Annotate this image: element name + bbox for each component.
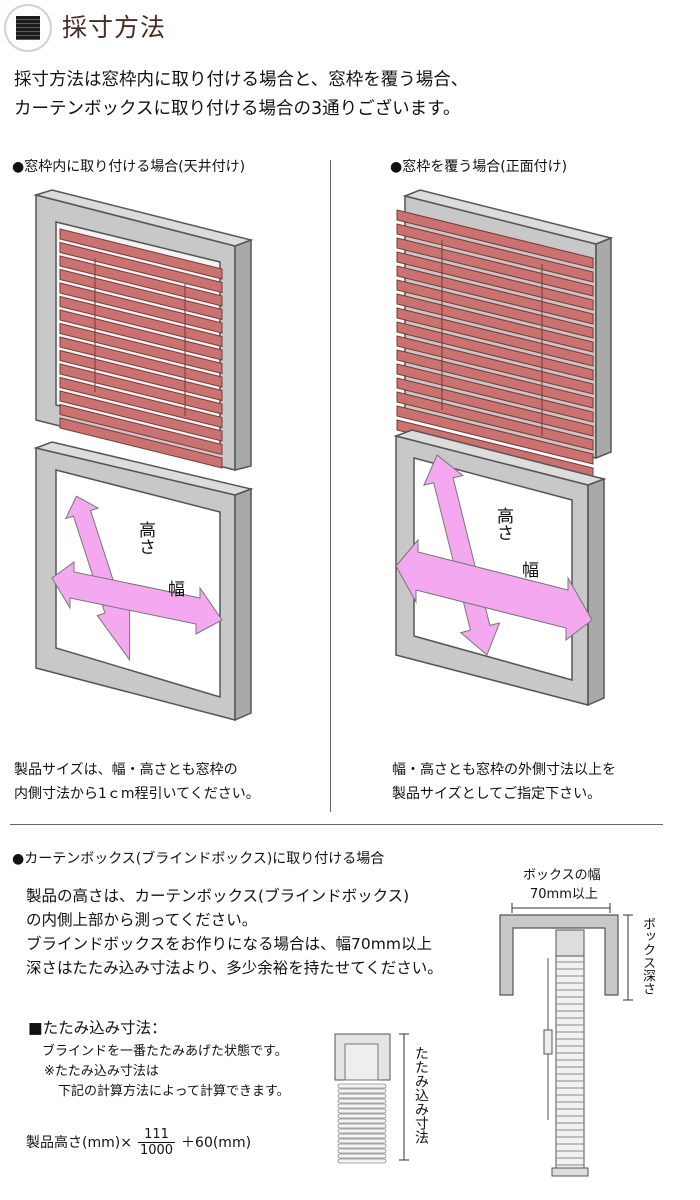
slat [59, 255, 223, 307]
box-text-line-4: 深さはたたみ込み寸法より、多少余裕を持たせてください。 [26, 959, 443, 977]
slat [59, 228, 223, 280]
inside-note-line-1: 製品サイズは、幅・高さとも窓枠の [14, 762, 238, 778]
formula-suffix: ＋60(mm) [181, 1135, 252, 1151]
slat [59, 363, 223, 415]
slat [396, 321, 594, 381]
slat [59, 309, 223, 361]
box-text: 製品の高さは、カーテンボックス(ブラインドボックス) の内側上部から測ってくださ… [26, 884, 443, 980]
slat [59, 390, 223, 442]
fold-line-3: 下記の計算方法によって計算できます。 [58, 1084, 290, 1099]
slat [59, 241, 223, 294]
slat [396, 377, 594, 437]
column-divider [330, 160, 331, 812]
slat [396, 209, 594, 269]
slat [396, 349, 594, 409]
box-text-line-3: ブラインドボックスをお作りになる場合は、幅70mm以上 [26, 935, 432, 953]
box-text-line-2: の内側上部から測ってください。 [26, 911, 258, 929]
outside-height-label: 高さ [493, 507, 513, 541]
slat [59, 336, 223, 388]
slat [396, 335, 594, 395]
inside-width-label: 幅 [168, 580, 185, 600]
slat [396, 251, 594, 311]
inside-caption: ●窓枠内に取り付ける場合(天井付け) [12, 159, 246, 175]
formula-numerator: 111 [144, 1126, 169, 1142]
slat [396, 265, 594, 325]
inside-note-line-2: 内側寸法から1ｃm程引いてください。 [14, 786, 260, 802]
intro-text: 採寸方法は窓枠内に取り付ける場合と、窓枠を覆う場合、 カーテンボックスに取り付け… [14, 66, 468, 124]
slat [59, 295, 223, 348]
slat [396, 223, 594, 283]
slat [59, 376, 223, 429]
outside-note-line-2: 製品サイズとしてご指定下さい。 [392, 786, 602, 802]
box-depth-label: ボックス深さ [640, 917, 655, 995]
outside-caption: ●窓枠を覆う場合(正面付け) [390, 159, 568, 175]
fold-vertical-label: たたみ込み寸法 [413, 1046, 429, 1144]
slat [59, 322, 223, 375]
slat [396, 279, 594, 339]
inside-note: 製品サイズは、幅・高さとも窓枠の 内側寸法から1ｃm程引いてください。 [14, 758, 260, 806]
slat [59, 349, 223, 402]
slat [396, 405, 594, 465]
slat [396, 293, 594, 353]
fraction-bar [137, 1141, 176, 1143]
slat [396, 363, 594, 423]
fold-lines: ブラインドを一番たたみあげた状態です。 ※たたみ込み寸法は 下記の計算方法によっ… [42, 1042, 290, 1102]
slat [396, 237, 594, 297]
outside-width-arrow [395, 538, 593, 642]
formula-denominator: 1000 [139, 1142, 174, 1158]
blind-icon [4, 4, 52, 52]
slat [396, 391, 594, 451]
slat [59, 403, 223, 456]
slat [59, 417, 223, 469]
box-width-value: 70mm以上 [530, 887, 598, 902]
inside-width-arrow [51, 561, 223, 635]
slat [59, 282, 223, 334]
fold-heading: ■たたみ込み寸法： [28, 1019, 167, 1037]
box-width-label: ボックスの幅 [523, 868, 601, 883]
outside-width-label: 幅 [522, 561, 539, 581]
fold-formula: 製品高さ(mm)× 111 1000 ＋60(mm) [26, 1122, 251, 1162]
formula-prefix: 製品高さ(mm)× [26, 1135, 132, 1151]
outside-note-line-1: 幅・高さとも窓枠の外側寸法以上を [392, 762, 616, 778]
intro-line-1: 採寸方法は窓枠内に取り付ける場合と、窓枠を覆う場合、 [14, 70, 469, 90]
fold-line-1: ブラインドを一番たたみあげた状態です。 [42, 1044, 288, 1059]
slat [396, 307, 594, 367]
fold-line-2: ※たたみ込み寸法は [44, 1064, 159, 1079]
section-divider [10, 824, 663, 825]
slat [59, 268, 223, 321]
formula-fraction: 111 1000 [137, 1126, 176, 1158]
box-text-line-1: 製品の高さは、カーテンボックス(ブラインドボックス) [26, 887, 410, 905]
outside-note: 幅・高さとも窓枠の外側寸法以上を 製品サイズとしてご指定下さい。 [392, 758, 616, 806]
box-caption: ●カーテンボックス(ブラインドボックス)に取り付ける場合 [12, 851, 385, 867]
intro-line-2: カーテンボックスに取り付ける場合の3通りございます。 [14, 99, 461, 119]
inside-height-label: 高さ [135, 521, 155, 555]
page-title: 採寸方法 [62, 13, 167, 42]
